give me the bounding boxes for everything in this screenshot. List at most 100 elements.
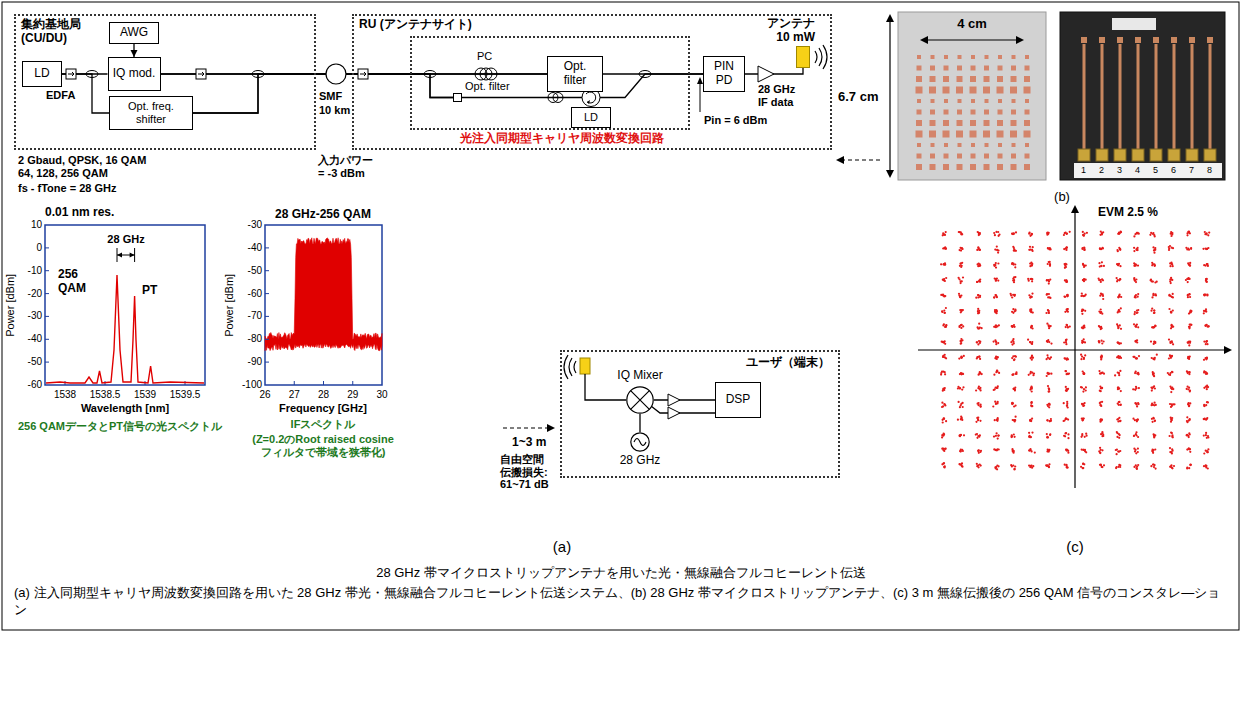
symbol-point: [1132, 388, 1134, 390]
symbol-point: [993, 297, 995, 299]
symbol-point: [1030, 402, 1032, 404]
symbol-point: [959, 295, 961, 297]
symbol-point: [1066, 308, 1068, 310]
symbol-point: [1117, 326, 1119, 328]
patch-element: [998, 55, 1002, 59]
symbol-point: [961, 449, 963, 451]
patch-element: [998, 110, 1003, 115]
symbol-point: [994, 339, 996, 341]
symbol-point: [1010, 341, 1012, 343]
symbol-point: [943, 295, 945, 297]
symbol-point: [1030, 386, 1032, 388]
symbol-point: [1119, 278, 1121, 280]
symbol-point: [1086, 435, 1088, 437]
symbol-point: [1169, 245, 1171, 247]
symbol-point: [961, 262, 963, 264]
symbol-point: [1011, 435, 1013, 437]
frequency-spacing-wrap: 28 GHz: [107, 233, 144, 246]
symbol-point: [1136, 310, 1138, 312]
box-label: LD: [584, 111, 598, 124]
symbol-point: [1171, 355, 1173, 357]
symbol-point: [1117, 296, 1119, 298]
box-label: PIN PD: [707, 60, 741, 88]
symbol-point: [1172, 265, 1174, 267]
symbol-point: [1137, 247, 1139, 249]
symbol-point: [1187, 357, 1189, 359]
symbol-point: [1102, 298, 1104, 300]
symbol-point: [1118, 374, 1120, 376]
symbol-point: [1084, 341, 1086, 343]
symbol-point: [1012, 233, 1014, 235]
symbol-point: [1013, 250, 1015, 252]
axis-tick-wrap: 1539.5: [170, 389, 201, 401]
axis-tick: -30: [248, 219, 262, 231]
symbol-point: [1133, 356, 1135, 358]
symbol-point: [1066, 324, 1068, 326]
symbol-point: [1188, 344, 1190, 346]
axis-tick-wrap: -40: [248, 242, 262, 254]
patch-element: [943, 164, 949, 170]
symbol-point: [1082, 463, 1084, 465]
symbol-point: [977, 265, 979, 267]
symbol-point: [1119, 434, 1121, 436]
symbol-point: [1027, 339, 1029, 341]
patch-element: [931, 55, 935, 59]
symbol-point: [995, 295, 997, 297]
symbol-point: [995, 387, 997, 389]
symbol-point: [1047, 449, 1049, 451]
symbol-point: [1030, 465, 1032, 467]
symbol-point: [1151, 262, 1153, 264]
symbol-point: [944, 295, 946, 297]
connector: [131, 44, 138, 57]
symbol-point: [1028, 432, 1030, 434]
box-label: Opt. filter: [551, 60, 599, 88]
symbol-point: [1205, 341, 1207, 343]
symbol-point: [1100, 308, 1102, 310]
symbol-point: [1189, 418, 1191, 420]
symbol-point: [960, 338, 962, 340]
patch-element: [944, 99, 948, 103]
amplifier-name-wrap: EDFA: [46, 89, 75, 102]
patch-element: [1012, 99, 1016, 103]
symbol-point: [943, 418, 945, 420]
symbol-point: [1048, 451, 1050, 453]
symbol-point: [1205, 465, 1207, 467]
symbol-point: [1119, 324, 1121, 326]
symbol-point: [1188, 249, 1190, 251]
symbol-point: [1203, 435, 1205, 437]
symbol-point: [1029, 419, 1031, 421]
symbol-point: [945, 325, 947, 327]
symbol-point: [1064, 232, 1066, 234]
patch-element: [1011, 110, 1016, 115]
patch-element: [958, 99, 962, 103]
symbol-point: [963, 434, 965, 436]
group-title: 集約基地局 (CU/DU): [21, 18, 91, 46]
axis-tick-wrap: -80: [248, 333, 262, 345]
symbol-point: [1047, 385, 1049, 387]
symbol-point: [1031, 233, 1033, 235]
symbol-point: [1063, 435, 1065, 437]
symbol-point: [976, 281, 978, 283]
symbol-point: [1156, 354, 1158, 356]
symbol-point: [1205, 358, 1207, 360]
symbol-point: [1012, 449, 1014, 451]
group-box: RU (アンテナサイト)光注入同期型キャリヤ周波数変換回路Opt. filter…: [352, 14, 832, 150]
feed-line: [1209, 44, 1212, 150]
symbol-point: [1102, 372, 1104, 374]
symbol-point: [1135, 264, 1137, 266]
symbol-point: [1203, 359, 1205, 361]
symbol-point: [1100, 433, 1102, 435]
symbol-point: [1187, 386, 1189, 388]
patch-element: [929, 131, 936, 138]
symbol-point: [1120, 307, 1122, 309]
symbol-point: [1030, 234, 1032, 236]
patch-element: [970, 87, 977, 94]
symbol-point: [1083, 372, 1085, 374]
symbol-point: [979, 371, 981, 373]
symbol-point: [977, 435, 979, 437]
symbol-point: [1119, 278, 1121, 280]
symbol-point: [1206, 372, 1208, 374]
feed-line: [1137, 44, 1140, 150]
symbol-point: [1014, 310, 1016, 312]
symbol-point: [995, 449, 997, 451]
